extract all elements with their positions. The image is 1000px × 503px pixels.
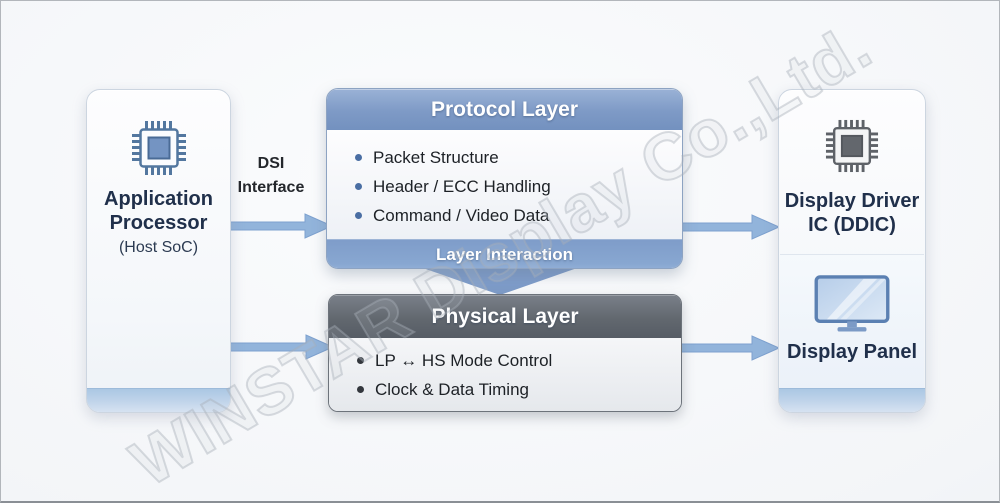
physical-layer-header: Physical Layer: [329, 295, 681, 338]
protocol-layer-box: Protocol Layer Packet Structure Header /…: [326, 88, 683, 269]
protocol-layer-body: Packet Structure Header / ECC Handling C…: [327, 130, 682, 239]
physical-layer-title: Physical Layer: [431, 304, 579, 328]
chip-icon: [131, 121, 186, 175]
physical-layer-box: Physical Layer LP ↔ HS Mode Control Cloc…: [328, 294, 682, 412]
protocol-item: Header / ECC Handling: [355, 172, 682, 201]
layer-interaction-down-arrow-icon: [420, 267, 580, 295]
display-output-box: Display Driver IC (DDIC) Display Panel: [778, 89, 926, 413]
protocol-item-label: Header / ECC Handling: [373, 176, 551, 196]
display-panel-title: Display Panel: [786, 341, 918, 363]
physical-layer-body: LP ↔ HS Mode Control Clock & Data Timing: [329, 338, 681, 411]
layer-interaction-band: Layer Interaction: [327, 239, 682, 268]
protocol-item: Packet Structure: [355, 143, 682, 172]
protocol-item-label: Command / Video Data: [373, 205, 550, 225]
arrow-protocol-to-ddic-icon: [681, 214, 780, 240]
app-processor-title-line1: Application: [104, 188, 213, 210]
bullet-icon: [357, 357, 364, 364]
protocol-item-label: Packet Structure: [373, 147, 499, 167]
ddic-title-line2: IC (DDIC): [808, 214, 896, 236]
arrow-app-to-protocol-icon: [230, 213, 333, 239]
chip-icon: [825, 119, 879, 173]
physical-item-label: Clock & Data Timing: [375, 379, 529, 399]
physical-item-label: LP ↔ HS Mode Control: [375, 350, 553, 370]
bullet-icon: [357, 386, 364, 393]
bullet-icon: [355, 154, 362, 161]
layer-interaction-label: Layer Interaction: [436, 244, 573, 264]
physical-item: LP ↔ HS Mode Control: [357, 346, 681, 375]
display-output-footer-strip: [779, 388, 925, 412]
monitor-icon: [814, 275, 890, 332]
app-processor-subtitle: (Host SoC): [118, 239, 199, 256]
dsi-interface-label-line1: DSI: [257, 155, 285, 172]
physical-item: Clock & Data Timing: [357, 375, 681, 404]
arrow-physical-to-panel-icon: [681, 335, 780, 361]
arrow-app-to-physical-icon: [230, 334, 334, 360]
app-processor-footer-strip: [87, 388, 230, 412]
protocol-layer-title: Protocol Layer: [430, 97, 579, 121]
dsi-interface-label-line2: Interface: [237, 179, 305, 196]
bullet-icon: [355, 212, 362, 219]
app-processor-title-line2: Processor: [109, 212, 208, 234]
bullet-icon: [355, 183, 362, 190]
protocol-item: Command / Video Data: [355, 201, 682, 230]
protocol-layer-header: Protocol Layer: [327, 89, 682, 130]
app-processor-box: Application Processor (Host SoC): [86, 89, 231, 413]
dsi-interface-label: DSI Interface: [224, 152, 318, 200]
ddic-title-line1: Display Driver: [784, 190, 920, 212]
